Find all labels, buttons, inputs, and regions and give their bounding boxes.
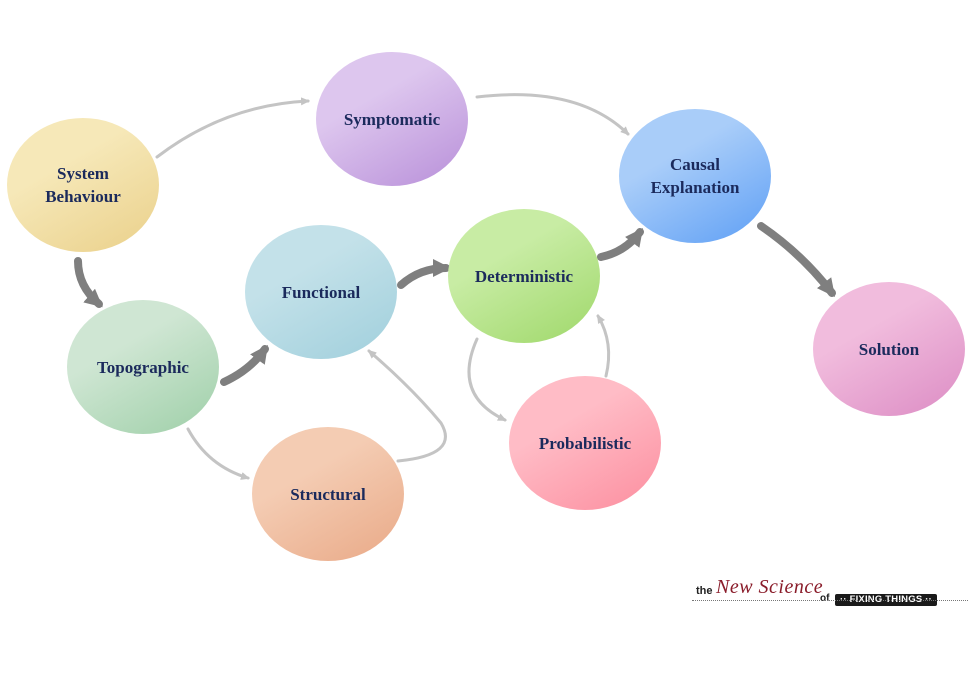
- node-functional-label-line-1: Functional: [281, 282, 361, 302]
- node-structural-label: Structural: [282, 483, 374, 506]
- node-structural: Structural: [252, 427, 404, 561]
- arrow-system-to-topographic: [74, 257, 103, 308]
- logo-dotted-rule: [692, 600, 968, 601]
- logo-of-text: of: [820, 593, 830, 604]
- arrow-causal-to-solution: [757, 222, 836, 297]
- node-causal-label-line-1: Causal: [669, 155, 721, 174]
- node-solution: Solution: [813, 282, 965, 416]
- node-deterministic-label: Deterministic: [467, 265, 581, 288]
- node-symptomatic-label-line-1: Symptomatic: [343, 109, 441, 129]
- node-probabilistic: Probabilistic: [509, 376, 661, 510]
- arrow-symptomatic-to-causal: [475, 93, 630, 136]
- node-functional: Functional: [245, 225, 397, 359]
- node-topographic: Topographic: [67, 300, 219, 434]
- node-deterministic: Deterministic: [448, 209, 600, 343]
- node-structural-label-line-1: Structural: [290, 484, 366, 504]
- arrow-system-to-symptomatic: [155, 97, 310, 159]
- arrow-topographic-to-structural: [186, 427, 250, 480]
- node-system-label-line-2: Behaviour: [45, 187, 121, 206]
- arrow-probabilistic-to-deterministic: [596, 314, 611, 378]
- logo-the-text: the: [696, 585, 713, 597]
- node-functional-label: Functional: [274, 281, 368, 304]
- node-solution-label-line-1: Solution: [858, 339, 920, 359]
- node-probabilistic-label-line-1: Probabilistic: [538, 433, 632, 453]
- node-topographic-label: Topographic: [89, 356, 197, 379]
- node-causal-label-line-2: Explanation: [650, 178, 740, 197]
- arrow-structural-to-functional: [367, 349, 447, 463]
- node-probabilistic-label: Probabilistic: [531, 432, 639, 455]
- node-symptomatic-label: Symptomatic: [336, 108, 448, 131]
- new-science-logo: the New Science of ·· FIXING THINGS ··: [692, 574, 968, 610]
- logo-new-science-text: New Science: [716, 576, 824, 598]
- arrow-deterministic-to-probabilistic: [467, 337, 507, 422]
- node-symptomatic: Symptomatic: [316, 52, 468, 186]
- node-system-label-line-1: System: [57, 164, 109, 183]
- node-topographic-label-line-1: Topographic: [97, 357, 189, 377]
- arrow-functional-to-deterministic: [397, 259, 451, 289]
- node-deterministic-label-line-1: Deterministic: [474, 266, 574, 286]
- arrow-topographic-to-functional: [220, 344, 269, 386]
- arrow-deterministic-to-causal: [597, 228, 644, 261]
- node-solution-label: Solution: [851, 338, 927, 361]
